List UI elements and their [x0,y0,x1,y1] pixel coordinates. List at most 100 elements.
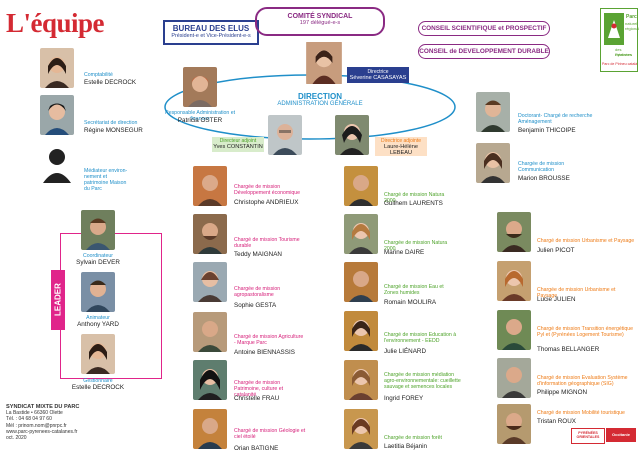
pink-0-photo [193,166,227,206]
logo-tagline: Parc de Pirineu català [602,62,638,66]
green-1-photo [344,214,378,254]
pink-0-name: Christophe ANDRIEUX [234,199,299,206]
logo-line3: régional [625,26,640,31]
bureau-title: BUREAU DES ELUS [172,24,250,33]
orange-1-role: Chargée de mission Urbanisme et Paysage [537,287,616,299]
right-blue-0-name: Benjamin THICOIPE [518,127,576,134]
pink-1-photo [193,214,227,254]
green-5-role: Chargée de mission forêt [384,435,442,441]
green-1-role: Chargée de mission Natura 2000 [384,240,448,252]
pink-5-name: Orian BATIGNE [234,445,279,452]
parc-logo-icon [604,13,624,45]
yves-photo [268,115,302,155]
green-3-role: Chargé de mission Education à l'environn… [384,332,457,344]
pyrenees-orientales-text: PYRÉNÉES ORIENTALES [576,431,600,439]
orange-1-photo [497,261,531,301]
orange-3-name: Philippe MIGNON [537,389,588,396]
conseil-scientifique-box: CONSEIL SCIENTIFIQUE et PROSPECTIF [418,21,550,36]
logo-line2: naturel [625,21,638,26]
leader-1-role: Animateur [86,315,110,321]
direction-title: DIRECTION [298,92,342,101]
green-0-name: Guilhem LAURENTS [384,200,443,207]
comite-syndical-box: COMITÉ SYNDICAL 197 délégué-e-s [255,7,385,36]
orange-0-role: Chargé de mission Urbanisme et Paysage [537,238,635,244]
leader-2-photo [81,334,115,374]
comite-subtitle: 197 délégué-e-s [299,20,341,26]
leader-tag: LEADER [51,270,65,330]
left-person-1-name: Régine MONSEGUR [84,127,143,134]
laure-label: Directrice adjointe Laure-Hélène LEBEAU [375,137,427,156]
left-person-0-photo [40,48,74,88]
orange-3-photo [497,358,531,398]
right-blue-0-role: Doctorant- Chargé de recherche Aménageme… [518,113,593,125]
left-person-0-name: Estelle DECROCK [84,79,137,86]
green-2-role: Chargé de mission Eau et Zones humides [384,284,444,296]
pink-4-role: Chargée de mission Patrimoine, culture e… [234,380,284,398]
orange-4-photo [497,404,531,444]
green-0-role: Chargé de mission Natura 2000 [384,192,445,204]
patricia-role: Responsable Administration et finances [164,110,236,122]
laure-role: Directrice adjointe [380,138,422,144]
pink-2-photo [193,262,227,302]
footer-line4: www.parc-pyrenees-catalanes.fr [6,428,78,435]
director-label: Directrice Séverine CASASAYAS [347,67,409,83]
right-blue-1-name: Marion BROUSSE [518,175,570,182]
leader-2-role: Gestionnaire [83,378,113,384]
silhouette-icon [43,149,71,183]
pink-1-role: Chargé de mission Tourisme durable [234,237,300,249]
footer-line5: oct. 2020 [6,435,27,442]
green-2-name: Romain MOULIRA [384,299,437,306]
left-person-0-role: Comptabilité [84,72,113,78]
green-4-photo [344,360,378,400]
pink-3-role: Chargé de mission Agriculture - Marque P… [234,334,304,346]
orange-2-photo [497,310,531,350]
logo-line5: catalanes [615,52,633,57]
orange-0-name: Julien PICOT [537,247,575,254]
bureau-subtitle: Président-e et Vice-Président-e-s [171,33,251,39]
director-name: Séverine CASASAYAS [349,75,407,81]
patricia-photo [183,67,217,107]
yves-label: Directeur adjoint Yves CONSTANTIN [212,137,264,152]
left-person-1-photo [40,95,74,135]
page-title: L'équipe [6,8,105,38]
left-person-2-photo [40,143,74,183]
orange-4-name: Tristan ROUX [537,418,576,425]
footer-heading: SYNDICAT MIXTE DU PARC [6,404,80,410]
logo-line1: Parc [626,14,637,20]
right-blue-1-role: Chargée de mission Communication [518,161,565,173]
patricia-name: Patricia OSTER [177,117,223,124]
occitanie-logo: Occitanie [606,428,636,442]
leader-1-name: Anthony YARD [77,321,119,328]
logo-line4: des Pyrénées [615,47,632,57]
leader-2-name: Estelle DECROCK [71,384,125,391]
pink-4-name: Christelle FRAU [234,395,280,402]
orange-3-role: Chargé de mission Evaluation Système d'i… [537,375,628,387]
green-1-name: Marine DAIRE [384,249,425,256]
footer-line2: Tél. : 04 68 04 97 60 [6,416,52,423]
footer-address: SYNDICAT MIXTE DU PARC La Bastide • 6636… [6,404,79,441]
footer-line1: La Bastide • 66360 Olette [6,410,63,417]
green-4-role: Chargée de mission médiation agro-enviro… [384,372,461,390]
right-blue-0-photo [476,92,510,132]
green-5-photo [344,409,378,449]
left-person-1-role: Secrétariat de direction [84,120,138,126]
pink-5-photo [193,409,227,449]
green-3-name: Julie LIÉNARD [384,348,426,355]
director-photo [305,42,343,84]
pink-2-name: Sophie GESTA [234,302,277,309]
orange-4-role: Chargé de mission Mobilité touristique [537,410,625,416]
pyrenees-orientales-logo: PYRÉNÉES ORIENTALES [571,428,605,444]
orange-2-name: Thomas BELLANGER [537,346,600,353]
pink-3-name: Antoine BIENNASSIS [234,349,295,356]
pink-3-photo [193,312,227,352]
leader-1-photo [81,272,115,312]
leader-0-photo [81,210,115,250]
green-0-photo [344,166,378,206]
parc-logo: Parc naturel régional des Pyrénées catal… [600,8,640,72]
pink-4-photo [193,360,227,400]
green-5-name: Laetitia Béjanin [384,443,428,450]
occitanie-text: Occitanie [611,432,630,437]
pink-0-role: Chargée de mission Développement économi… [234,184,301,196]
laure-photo [335,115,369,155]
pink-2-role: Chargée de mission agropastoralisme [234,286,281,298]
